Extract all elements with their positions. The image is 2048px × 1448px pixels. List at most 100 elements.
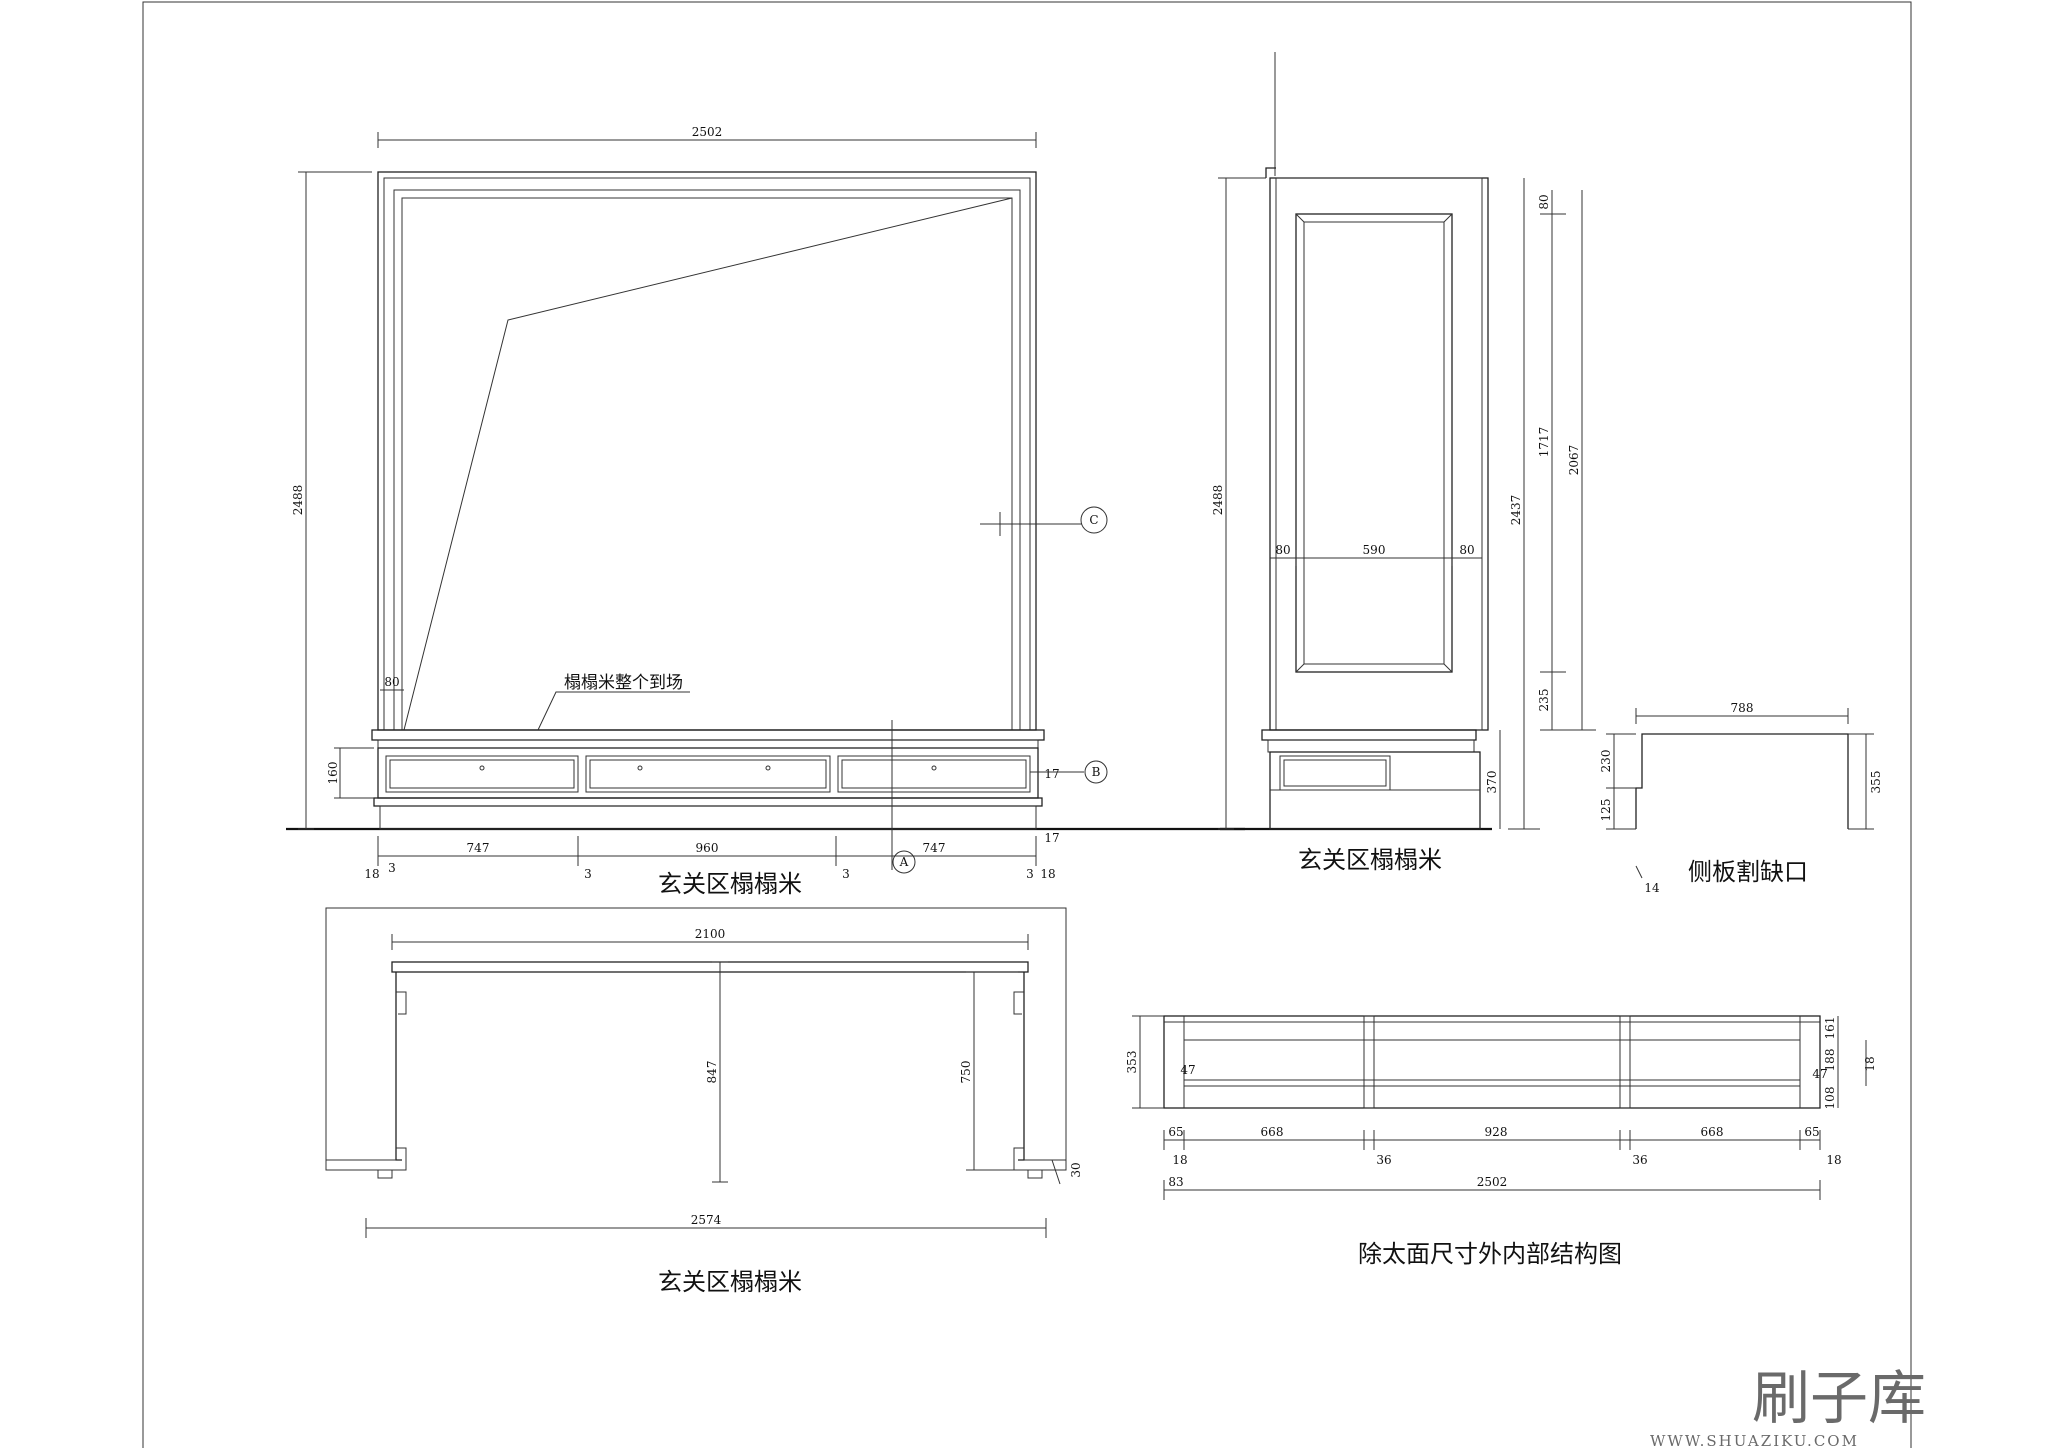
dim-side-door: 1717 <box>1537 427 1551 458</box>
dim-drawer-height: 160 <box>326 762 340 785</box>
dim-plan-leg: 30 <box>1069 1162 1083 1177</box>
dim-plan-inner: 750 <box>959 1061 973 1084</box>
front-frame-2 <box>383 177 1031 731</box>
dim-structure-height: 353 <box>1125 1051 1139 1074</box>
front-frame-3 <box>393 189 1021 731</box>
plan-wall <box>325 907 1067 1170</box>
side-cabinet-inner <box>1275 177 1483 731</box>
dim-seg-3: 928 <box>1485 1125 1508 1139</box>
structure-post <box>1619 1015 1631 1109</box>
dim-seg-2: 668 <box>1261 1125 1284 1139</box>
dim-seg-5: 65 <box>1804 1125 1819 1139</box>
plinth-base <box>379 805 1037 830</box>
dim-panel-right: 80 <box>1459 543 1474 557</box>
structure-post <box>1363 1015 1375 1109</box>
dim-bottom-1: 747 <box>467 841 490 855</box>
marker-b-label: B <box>1092 765 1101 779</box>
dim-seg-1: 65 <box>1168 1125 1183 1139</box>
dim-structure-right-edge: 18 <box>1863 1056 1877 1071</box>
internal-structure: 353 47 47 161 188 108 18 65 668 928 668 … <box>1125 1015 1877 1268</box>
annotation-leader <box>537 691 690 731</box>
dim-gap-1: 3 <box>388 861 396 875</box>
dim-edge-left: 18 <box>364 867 379 881</box>
dim-structure-right-3: 108 <box>1823 1087 1837 1110</box>
dim-side-base: 370 <box>1485 771 1499 794</box>
dim-structure-offset: 83 <box>1168 1175 1183 1189</box>
drawer-right-inner <box>841 759 1027 789</box>
side-drawer <box>1279 755 1391 791</box>
watermark-logo: 刷子库 <box>1752 1364 1926 1432</box>
dim-gap-3: 3 <box>842 867 850 881</box>
dim-panel-left: 80 <box>1275 543 1290 557</box>
notch-detail: 788 230 125 355 14 侧板割缺口 <box>1599 701 1883 895</box>
side-cabinet <box>1269 177 1489 731</box>
dim-bottom-3: 747 <box>923 841 946 855</box>
dim-notch-width: 788 <box>1731 701 1754 715</box>
dim-notch-h1: 230 <box>1599 750 1613 773</box>
dim-side-gap: 17 <box>1044 831 1059 845</box>
plan-left-side <box>395 972 402 1161</box>
knob-icon <box>479 765 485 771</box>
front-title: 玄关区榻榻米 <box>658 870 802 898</box>
drawer-center-inner <box>589 759 827 789</box>
sheet-border <box>142 1 1912 1448</box>
notch-outline <box>1635 733 1849 829</box>
bench-top <box>371 729 1045 741</box>
marker-a-label: A <box>899 855 909 869</box>
dim-structure-small-right: 47 <box>1812 1067 1827 1081</box>
dim-front-width: 2502 <box>692 125 723 139</box>
section-marker-b <box>1084 760 1108 784</box>
drawer-left-inner <box>389 759 575 789</box>
side-door-panel <box>1295 213 1453 673</box>
dim-bottom-2: 960 <box>696 841 719 855</box>
front-elevation: 2502 2488 160 80 榻榻米整个到场 747 960 747 18 … <box>286 125 1245 898</box>
dim-plan-bottom: 2574 <box>691 1213 722 1227</box>
dim-plan-depth: 847 <box>705 1061 719 1084</box>
knob-icon <box>765 765 771 771</box>
dim-panel-center: 590 <box>1363 543 1386 557</box>
knob-icon <box>637 765 643 771</box>
annotation-text: 榻榻米整个到场 <box>564 673 683 693</box>
dim-notch-right: 355 <box>1869 771 1883 794</box>
dim-structure-total: 2502 <box>1477 1175 1508 1189</box>
side-title: 玄关区榻榻米 <box>1298 846 1442 874</box>
dim-structure-right-1: 161 <box>1823 1017 1837 1040</box>
front-frame-4 <box>401 197 1013 731</box>
dim-thin-3: 36 <box>1632 1153 1647 1167</box>
side-elevation: 2488 80 590 80 80 1717 235 2437 2067 370… <box>1211 52 1596 874</box>
lift-guide-line <box>403 197 1013 731</box>
dim-structure-small-left: 47 <box>1180 1063 1195 1077</box>
section-marker-a <box>892 850 916 874</box>
dim-side-bottom-rail: 235 <box>1537 689 1551 712</box>
front-outer-frame <box>377 171 1037 731</box>
dim-plan-top: 2100 <box>695 927 726 941</box>
plan-title: 玄关区榻榻米 <box>658 1268 802 1296</box>
marker-c-label: C <box>1089 513 1098 527</box>
plan-top-board <box>391 961 1029 973</box>
side-bench-lip <box>1267 739 1475 753</box>
dim-front-height: 2488 <box>291 485 305 516</box>
dim-notch-h2: 125 <box>1599 799 1613 822</box>
dim-side-outer: 2067 <box>1567 445 1581 476</box>
dim-side-gap-2: 17 <box>1044 767 1059 781</box>
dim-seg-4: 668 <box>1701 1125 1724 1139</box>
dim-side-height: 2488 <box>1211 485 1225 516</box>
watermark: 刷子库 WWW.SHUAZIKU.COM <box>1650 1364 1926 1448</box>
watermark-url: WWW.SHUAZIKU.COM <box>1650 1432 1859 1448</box>
drawer-center <box>585 755 831 793</box>
dim-thin-2: 36 <box>1376 1153 1391 1167</box>
notch-title: 侧板割缺口 <box>1688 858 1808 886</box>
dim-gap-4: 3 <box>1026 867 1034 881</box>
dim-edge-right: 18 <box>1040 867 1055 881</box>
side-top-cap <box>1265 167 1276 178</box>
dim-side-total: 2437 <box>1509 495 1523 526</box>
structure-frame <box>1163 1015 1821 1109</box>
side-door-inner <box>1303 221 1445 665</box>
dim-notch-bottom: 14 <box>1644 881 1660 895</box>
bench-lip <box>377 739 1039 749</box>
plan-right-side <box>1018 972 1025 1161</box>
drawer-right <box>837 755 1031 793</box>
drawer-left <box>385 755 579 793</box>
dim-structure-right-2: 188 <box>1823 1049 1837 1072</box>
